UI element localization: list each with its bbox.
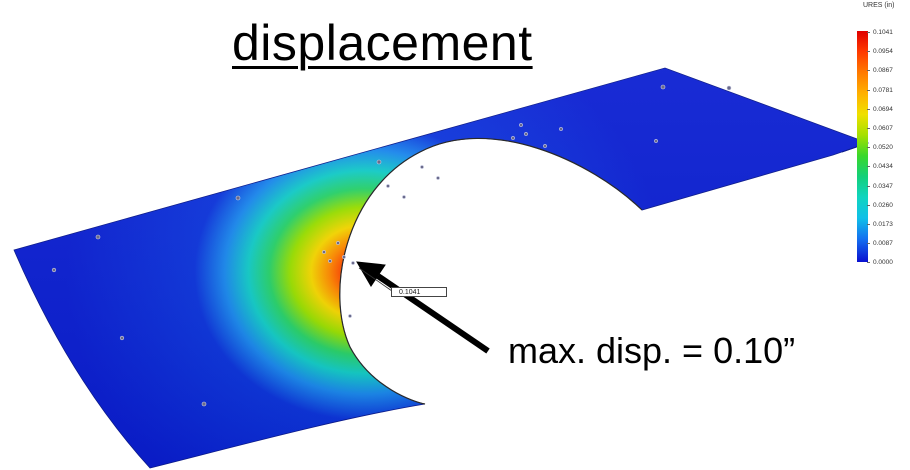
legend-tick xyxy=(867,166,870,168)
legend-label: 0.0694 xyxy=(873,105,893,113)
plate-shading xyxy=(14,68,868,468)
legend-tick xyxy=(867,89,870,91)
legend-tick xyxy=(867,51,870,53)
legend-label: 0.0087 xyxy=(873,240,893,248)
legend-title: URES (in) xyxy=(863,2,895,9)
legend-label: 0.1041 xyxy=(873,29,893,36)
legend-tick xyxy=(867,70,870,72)
fastener-markers xyxy=(51,84,732,407)
legend-label: 0.0260 xyxy=(873,201,893,209)
max-disp-annotation: max. disp. = 0.10” xyxy=(508,330,796,371)
legend-label: 0.0347 xyxy=(873,182,893,190)
legend-label: 0.0000 xyxy=(873,259,893,267)
plate-edge xyxy=(339,137,643,405)
legend-tick xyxy=(867,262,870,264)
legend-label: 0.0607 xyxy=(873,125,893,132)
legend-labels: 0.1041 0.0954 0.0867 0.0781 0.0694 0.0607 0.05… xyxy=(873,29,910,269)
probe-value-label: 0.1041 xyxy=(391,287,447,297)
legend-label: 0.0173 xyxy=(873,221,893,228)
probe-leader-line xyxy=(358,267,393,292)
legend-label: 0.0781 xyxy=(873,86,893,94)
legend-label: 0.0954 xyxy=(873,48,893,56)
legend-tick xyxy=(867,204,870,206)
legend-tick xyxy=(867,128,870,129)
legend-tick xyxy=(867,224,870,225)
slide-title: displacement xyxy=(232,15,533,71)
color-scale-bar xyxy=(857,31,868,262)
legend-label: 0.0867 xyxy=(873,67,893,75)
legend-tick xyxy=(867,147,870,149)
legend-tick xyxy=(867,108,870,110)
legend-tick xyxy=(867,243,870,245)
legend-label: 0.0520 xyxy=(873,144,893,152)
max-disp-arrow xyxy=(356,261,490,354)
legend-label: 0.0434 xyxy=(873,163,893,171)
legend-tick xyxy=(867,185,870,187)
legend-tick xyxy=(867,32,870,33)
